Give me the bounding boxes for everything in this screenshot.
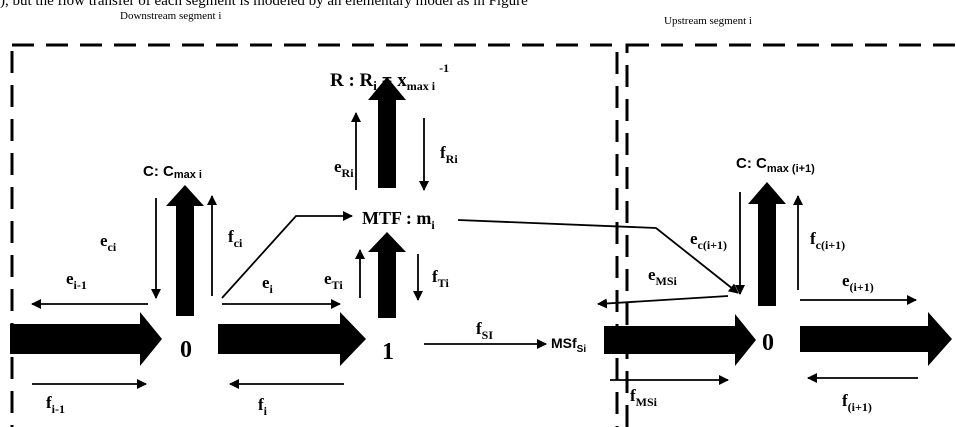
bond-out-right: [800, 312, 952, 366]
c-left-label: C: Cmax i: [143, 163, 202, 181]
label-e-im1: ei-1: [66, 269, 87, 292]
label-f-si: fSI: [476, 319, 493, 342]
label-f-c-ip1: fc(i+1): [810, 229, 845, 252]
label-e-msi: eMSi: [648, 265, 678, 288]
label-f-ip1: f(i+1): [842, 391, 872, 414]
bond-to-r: [368, 77, 406, 188]
power-bonds: [10, 77, 952, 366]
arrow-e-msi: [597, 295, 729, 309]
label-f-im1: fi-1: [46, 393, 65, 416]
label-e-i: ei: [262, 273, 274, 296]
label-f-ri: fRi: [440, 143, 458, 166]
label-e-ri: eRi: [334, 157, 354, 180]
zero-junction-left: 0: [180, 337, 192, 363]
downstream-segment-box: [10, 43, 619, 427]
label-f-i: fi: [258, 395, 268, 418]
label-f-msi: fMSi: [630, 386, 658, 409]
signal-arrows: [31, 112, 918, 389]
bond-in-left: [10, 312, 162, 366]
mtf-label: MTF : mi: [362, 208, 435, 232]
upstream-segment-box: [625, 43, 956, 427]
bond-zero-to-one: [218, 312, 366, 366]
label-f-ti: fTi: [432, 267, 449, 290]
bond-to-c-left: [166, 185, 204, 316]
bond-msf-to-zero: [604, 314, 756, 366]
segment-boundaries: [10, 43, 956, 427]
msf-label: MSfSi: [551, 335, 586, 355]
one-junction: 1: [382, 339, 394, 365]
upstream-segment-label: Upstream segment i: [664, 15, 752, 27]
arrow-mtf-link-to-right-zero: [457, 219, 739, 294]
header-text-fragment: ), but the flow transfer of each segment…: [0, 0, 528, 9]
bond-to-mtf: [368, 232, 406, 318]
label-f-ci: fci: [228, 227, 243, 250]
zero-junction-right: 0: [762, 330, 774, 356]
label-e-ci: eci: [100, 231, 117, 254]
label-e-ip1: e(i+1): [842, 271, 874, 294]
variable-labels: eci ei-1 fci ei eRi fRi eTi fTi fSI fi-1…: [46, 143, 874, 418]
c-right-label: C: Cmax (i+1): [736, 155, 815, 175]
label-e-c-ip1: ec(i+1): [690, 229, 727, 252]
label-e-ti: eTi: [324, 269, 343, 292]
r-element-label: R : Ri = xmax i-1: [330, 61, 449, 93]
downstream-segment-label: Downstream segment i: [120, 10, 222, 22]
arrow-to-mtf: [221, 211, 353, 299]
bond-to-c-right: [748, 182, 786, 306]
